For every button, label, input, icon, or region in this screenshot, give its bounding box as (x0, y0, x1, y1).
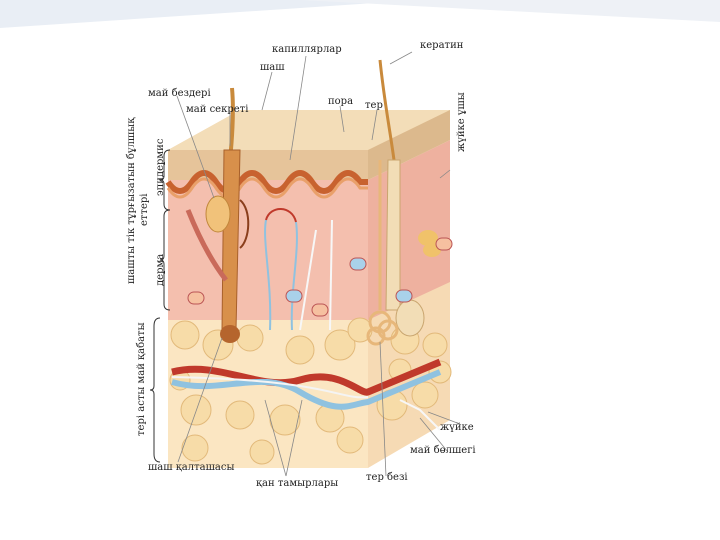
label-keratin: кератин (420, 40, 464, 51)
label-sebum: май секреті (186, 104, 249, 115)
leader-lines (176, 51, 461, 477)
label-nerve-end: жүйке ұшы (456, 92, 467, 152)
hair-and-follicle (220, 87, 250, 343)
layer-brackets (149, 149, 171, 463)
label-hair-muscle-1: шашты тік тұрғызатын бұлшық (126, 117, 137, 284)
capillary-loops (264, 208, 298, 331)
label-hair: шаш (260, 62, 285, 73)
sweat-gland (366, 160, 399, 346)
label-capillaries: капиллярлар (272, 44, 342, 55)
label-dermis: дерма (155, 253, 166, 286)
label-hair-muscle-2: еттері (139, 193, 150, 227)
label-blood-vessels: қан тамырлары (256, 478, 339, 489)
label-subcutaneous-fat: тері асты май қабаты (136, 322, 147, 436)
junction-line (165, 170, 368, 194)
receptors (187, 237, 453, 317)
fat-lobules (169, 317, 452, 465)
label-nerve: жүйке (440, 422, 474, 433)
artery (171, 358, 442, 396)
label-pore: пора (328, 96, 354, 107)
label-sebaceous-glands: май бездері (148, 88, 211, 99)
vein (171, 369, 442, 410)
label-hair-follicle: шаш қалташасы (148, 462, 235, 473)
label-sweat: тер (365, 100, 383, 111)
label-sweat-gland: тер безі (366, 472, 408, 483)
label-epidermis: эпидермис (155, 138, 166, 196)
arrector-muscle (185, 209, 228, 282)
nerve-fibers (299, 219, 441, 431)
right-hair (378, 59, 441, 337)
sebaceous-gland (205, 195, 231, 233)
corner-decoration (0, 0, 720, 28)
label-fat-lobule: май бөлшегі (410, 445, 476, 456)
